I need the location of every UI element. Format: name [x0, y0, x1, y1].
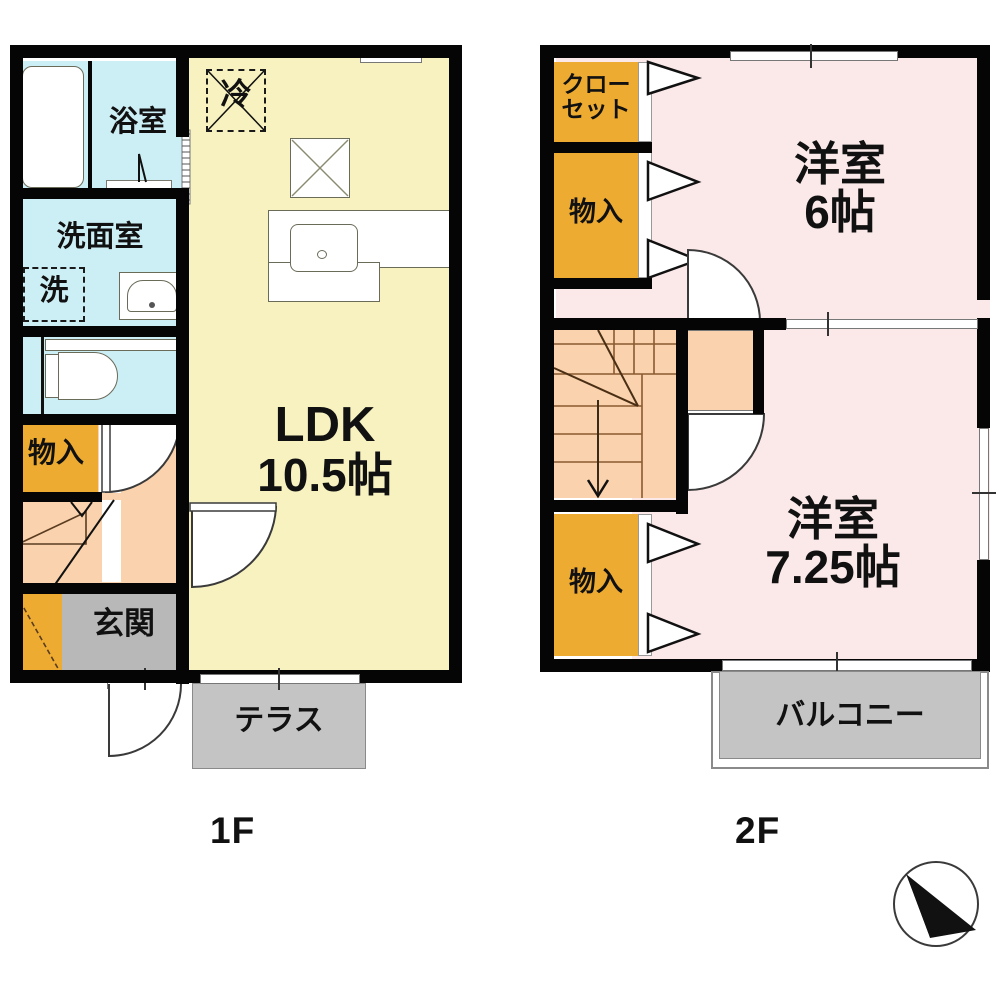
wall-2f-v-stair: [676, 330, 688, 514]
storage-upper-area: [554, 152, 638, 278]
bathroom-door-swing: [138, 153, 147, 183]
bathroom-label: 浴室: [108, 106, 167, 138]
room725-door-swing: [687, 413, 766, 492]
room6-window-mark: [810, 44, 812, 68]
room725-label-size: 7.25帖: [765, 541, 901, 594]
storage-upper-folding-door: [646, 160, 702, 202]
closet-label-line1: クロー: [561, 71, 631, 97]
terrace-label: テラス: [234, 704, 324, 737]
under-stair-storage: [14, 500, 102, 584]
wall-2f-h-stairtop: [540, 318, 686, 330]
wall-2f-right-upper: [977, 45, 990, 300]
wall-1f-vert-mid2: [176, 197, 189, 684]
closet-label: クロー セット: [552, 72, 640, 122]
wall-2f-left: [540, 45, 554, 672]
room-divider-window: [786, 319, 978, 329]
wall-1f-h-entry: [10, 583, 189, 594]
storage-closet-1f: [14, 424, 98, 496]
storage-upper-folding-door-b: [646, 238, 702, 280]
wall-1f-h-wash: [10, 326, 189, 337]
toilet-counter: [45, 339, 185, 351]
staircase-treads: [553, 329, 686, 499]
bathtub-fixture: [22, 66, 84, 188]
toilet-tank: [45, 354, 59, 398]
closet-label-line2: セット: [561, 95, 631, 122]
wall-2f-h-room-divider: [686, 318, 786, 330]
refrigerator-space: [206, 69, 266, 132]
ldk-label-text: LDK: [274, 398, 376, 452]
ldk-door-swing: [189, 502, 278, 589]
storage-lower-folding-door: [646, 522, 702, 564]
balcony-label: バルコニー: [775, 699, 925, 732]
under-stair-lines: [13, 499, 115, 587]
vanity-drain: [149, 302, 155, 308]
wall-2f-right-lower: [977, 560, 990, 672]
balcony-sliding-door: [722, 660, 972, 671]
wall-2f-v-landing: [753, 330, 764, 414]
wall-1f-left: [10, 45, 23, 683]
closet-folding-door: [646, 60, 703, 96]
floor-plan-1f: 洗 物入 玄関 冷: [10, 45, 462, 851]
entrance-area: [62, 592, 186, 674]
hall-door-pocket-b: [99, 500, 121, 582]
floor-tag-1f: 1F: [210, 810, 256, 851]
storage-upper-label: 物入: [569, 197, 623, 227]
entrance-door-swing: [108, 683, 182, 758]
terrace-door-mark: [278, 668, 280, 690]
wall-2f-right-mid: [977, 318, 990, 428]
wall-1f-top: [10, 45, 462, 58]
room6-window-top: [730, 51, 898, 61]
room725-label: 洋室 7.25帖: [718, 495, 948, 592]
closet-area: [554, 62, 638, 142]
wall-2f-h-storage: [540, 278, 652, 289]
room-divider-window-mark: [827, 312, 829, 336]
wall-1f-stub-a: [88, 61, 92, 189]
staircase-landing: [686, 330, 764, 412]
floor-tag-2f: 2F: [735, 810, 781, 851]
toilet-bowl: [58, 352, 118, 400]
kitchen-sink-drain: [317, 250, 327, 259]
wall-1f-vert-mid: [176, 45, 189, 137]
wall-2f-h-closet: [540, 142, 652, 153]
refrigerator-label: 冷: [220, 77, 252, 112]
balcony-area: [719, 671, 981, 759]
floor-plan-2f: クロー セット 物入 物入: [500, 0, 1000, 1000]
room6-label: 洋室 6帖: [740, 140, 940, 237]
room725-window-right-mark: [972, 492, 996, 494]
wall-1f-h-bath: [10, 188, 189, 199]
room6-label-text: 洋室: [794, 138, 886, 190]
storage-lower-area: [554, 514, 638, 656]
room6-label-size: 6帖: [804, 186, 876, 239]
refrigerator-cross: [207, 70, 265, 131]
storage-lower-label: 物入: [569, 567, 623, 597]
room6-door-swing: [687, 248, 762, 323]
washroom-label: 洗面室: [56, 221, 144, 253]
kitchen-sink: [290, 224, 358, 272]
wall-1f-h-toilet: [10, 414, 189, 425]
north-arrow-icon: [893, 861, 979, 947]
ldk-label-size: 10.5帖: [257, 449, 393, 502]
staircase-area: [554, 330, 686, 498]
entrance-label: 玄関: [93, 606, 155, 641]
shoe-cabinet-diagonal: [15, 593, 61, 673]
wall-1f-right: [449, 45, 462, 683]
washing-machine-label: 洗: [39, 275, 69, 307]
storage-lower-folding-door-b: [646, 612, 702, 654]
washing-machine-space: [23, 267, 85, 322]
room725-label-text: 洋室: [787, 493, 879, 545]
terrace-area: [192, 683, 366, 769]
wall-2f-h-stairbottom: [540, 500, 688, 512]
ldk-label: LDK 10.5帖: [230, 398, 420, 502]
kitchen-stove-cross: [291, 139, 349, 197]
storage-closet-1f-label: 物入: [27, 437, 84, 468]
wall-1f-h-store: [10, 492, 102, 502]
